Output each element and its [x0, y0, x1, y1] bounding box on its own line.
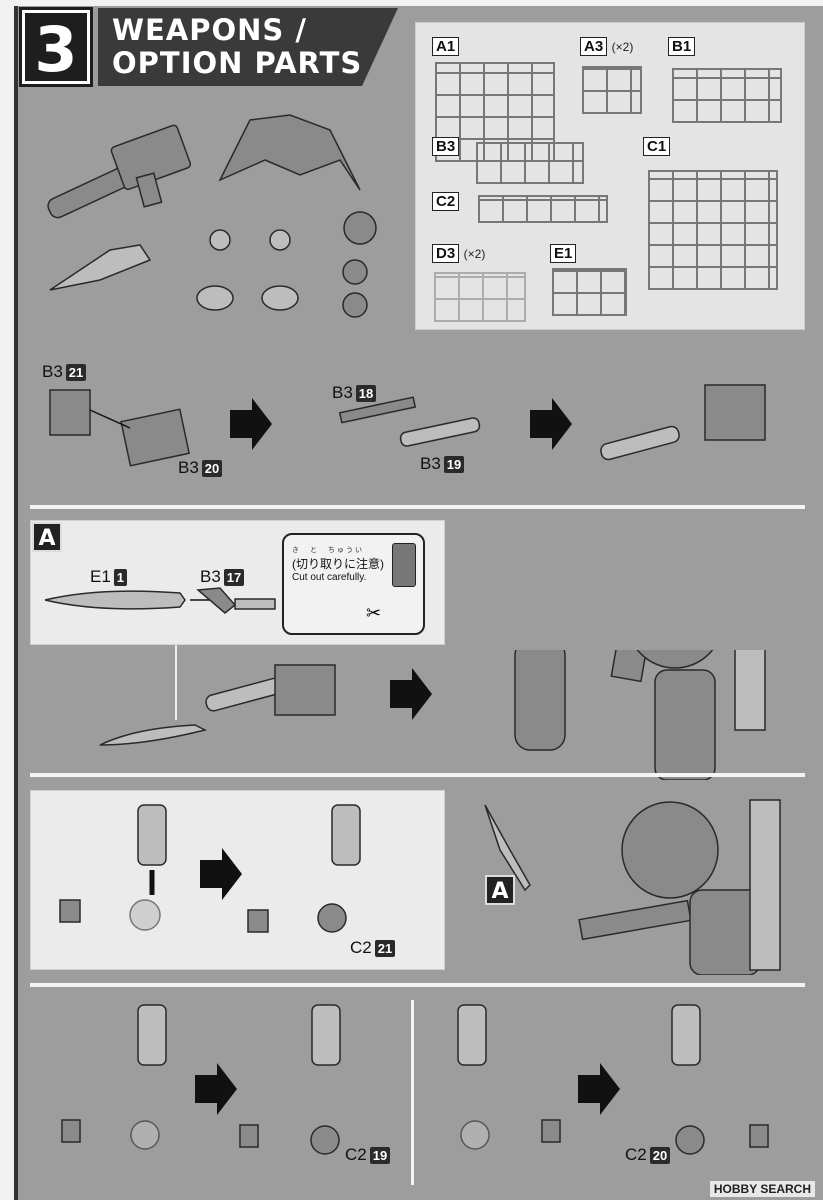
forearm	[331, 804, 361, 866]
hand-removed	[460, 1120, 490, 1150]
figure-helmet	[621, 801, 719, 899]
forearm	[137, 1004, 167, 1066]
step-title: WEAPONS / OPTION PARTS	[112, 14, 362, 80]
part-b3-17-stem	[234, 598, 276, 610]
arrow-right-icon	[200, 848, 242, 900]
arrow-right-icon	[230, 398, 272, 450]
hand-cover	[59, 899, 81, 923]
figure-shield	[749, 799, 781, 971]
figure-arm	[578, 899, 692, 941]
badge-a: A	[32, 522, 62, 552]
hand-cover	[239, 1124, 259, 1148]
joint-parts	[196, 211, 377, 318]
hand-cover	[749, 1124, 769, 1148]
runner-a1: A1	[432, 37, 460, 56]
arrow-right-icon	[530, 398, 572, 450]
panel-a-assembly	[99, 650, 766, 780]
runner-b1-frame	[672, 68, 782, 123]
arrow-right-icon	[578, 1063, 620, 1115]
runner-d3: D3 (×2)	[432, 244, 485, 263]
rifle-body-part	[704, 384, 766, 441]
vertical-divider	[411, 1000, 414, 1185]
figure-with-knife	[484, 799, 781, 975]
hand-swap-illustration	[59, 804, 361, 933]
hand-c2-19	[310, 1125, 340, 1155]
watermark: HOBBY SEARCH	[709, 1181, 815, 1197]
section-divider	[30, 983, 805, 987]
runner-b1: B1	[668, 37, 696, 56]
runner-c2-frame	[478, 195, 608, 223]
runner-e1: E1	[550, 244, 577, 263]
caution-english: Cut out carefully.	[292, 572, 367, 583]
forearm	[137, 804, 167, 866]
barrel-part	[600, 425, 680, 461]
part-closeup	[392, 543, 416, 587]
badge-a: A	[485, 875, 515, 905]
runner-a3: A3 (×2)	[580, 37, 633, 56]
figure-shield	[734, 650, 766, 731]
title-line2: OPTION PARTS	[112, 46, 363, 80]
runner-d3-frame	[434, 272, 526, 322]
forearm	[311, 1004, 341, 1066]
part-b3-21	[49, 389, 91, 436]
knife-part	[49, 244, 152, 291]
forearm	[671, 1004, 701, 1066]
runner-c1: C1	[643, 137, 671, 156]
hand-removed	[129, 899, 161, 931]
rifle-part	[47, 124, 192, 219]
part-b3-19	[399, 417, 481, 447]
callout-line	[175, 645, 177, 720]
parts-overview	[47, 114, 377, 318]
caution-callout: き と ちゅうい (切り取りに注意) Cut out carefully. ✂	[282, 533, 425, 635]
runner-c1-frame	[648, 170, 778, 290]
arrow-right-icon	[390, 668, 432, 720]
figure-head	[514, 650, 566, 751]
figure-backpack	[610, 650, 670, 683]
hand-swap-row	[61, 1004, 769, 1155]
runner-b3: B3	[432, 137, 460, 156]
assembled-rifle	[274, 664, 336, 716]
part-b3-18	[338, 396, 417, 424]
caution-japanese: (切り取りに注意)	[292, 557, 384, 571]
caution-ruby: き と ちゅうい	[292, 547, 364, 554]
title-background	[98, 8, 398, 86]
assembled-knife	[99, 724, 208, 746]
runner-e1-frame	[552, 268, 627, 316]
runner-c2: C2	[432, 192, 460, 211]
nipper-icon: ✂	[366, 603, 382, 623]
runner-b3-frame	[476, 142, 584, 184]
knife	[484, 804, 531, 892]
part-e1-1	[44, 590, 186, 610]
hand-cover	[541, 1119, 561, 1143]
title-line1: WEAPONS /	[112, 13, 307, 47]
runner-a3-frame	[582, 66, 642, 114]
section-divider	[30, 505, 805, 509]
forearm	[457, 1004, 487, 1066]
panel-a-parts	[44, 587, 276, 614]
hand-cover	[61, 1119, 81, 1143]
step-number: 3	[19, 7, 93, 87]
arrow-right-icon	[195, 1063, 237, 1115]
figure-helmet	[636, 650, 714, 669]
row1-illustrations	[49, 384, 766, 467]
hand-removed	[130, 1120, 160, 1150]
part-b3-20	[120, 408, 191, 467]
hand-c2-21	[317, 903, 347, 933]
hand-cover	[247, 909, 269, 933]
wing-part	[218, 114, 361, 191]
section-divider	[30, 773, 805, 777]
hand-c2-20	[675, 1125, 705, 1155]
figure-torso	[654, 669, 716, 780]
